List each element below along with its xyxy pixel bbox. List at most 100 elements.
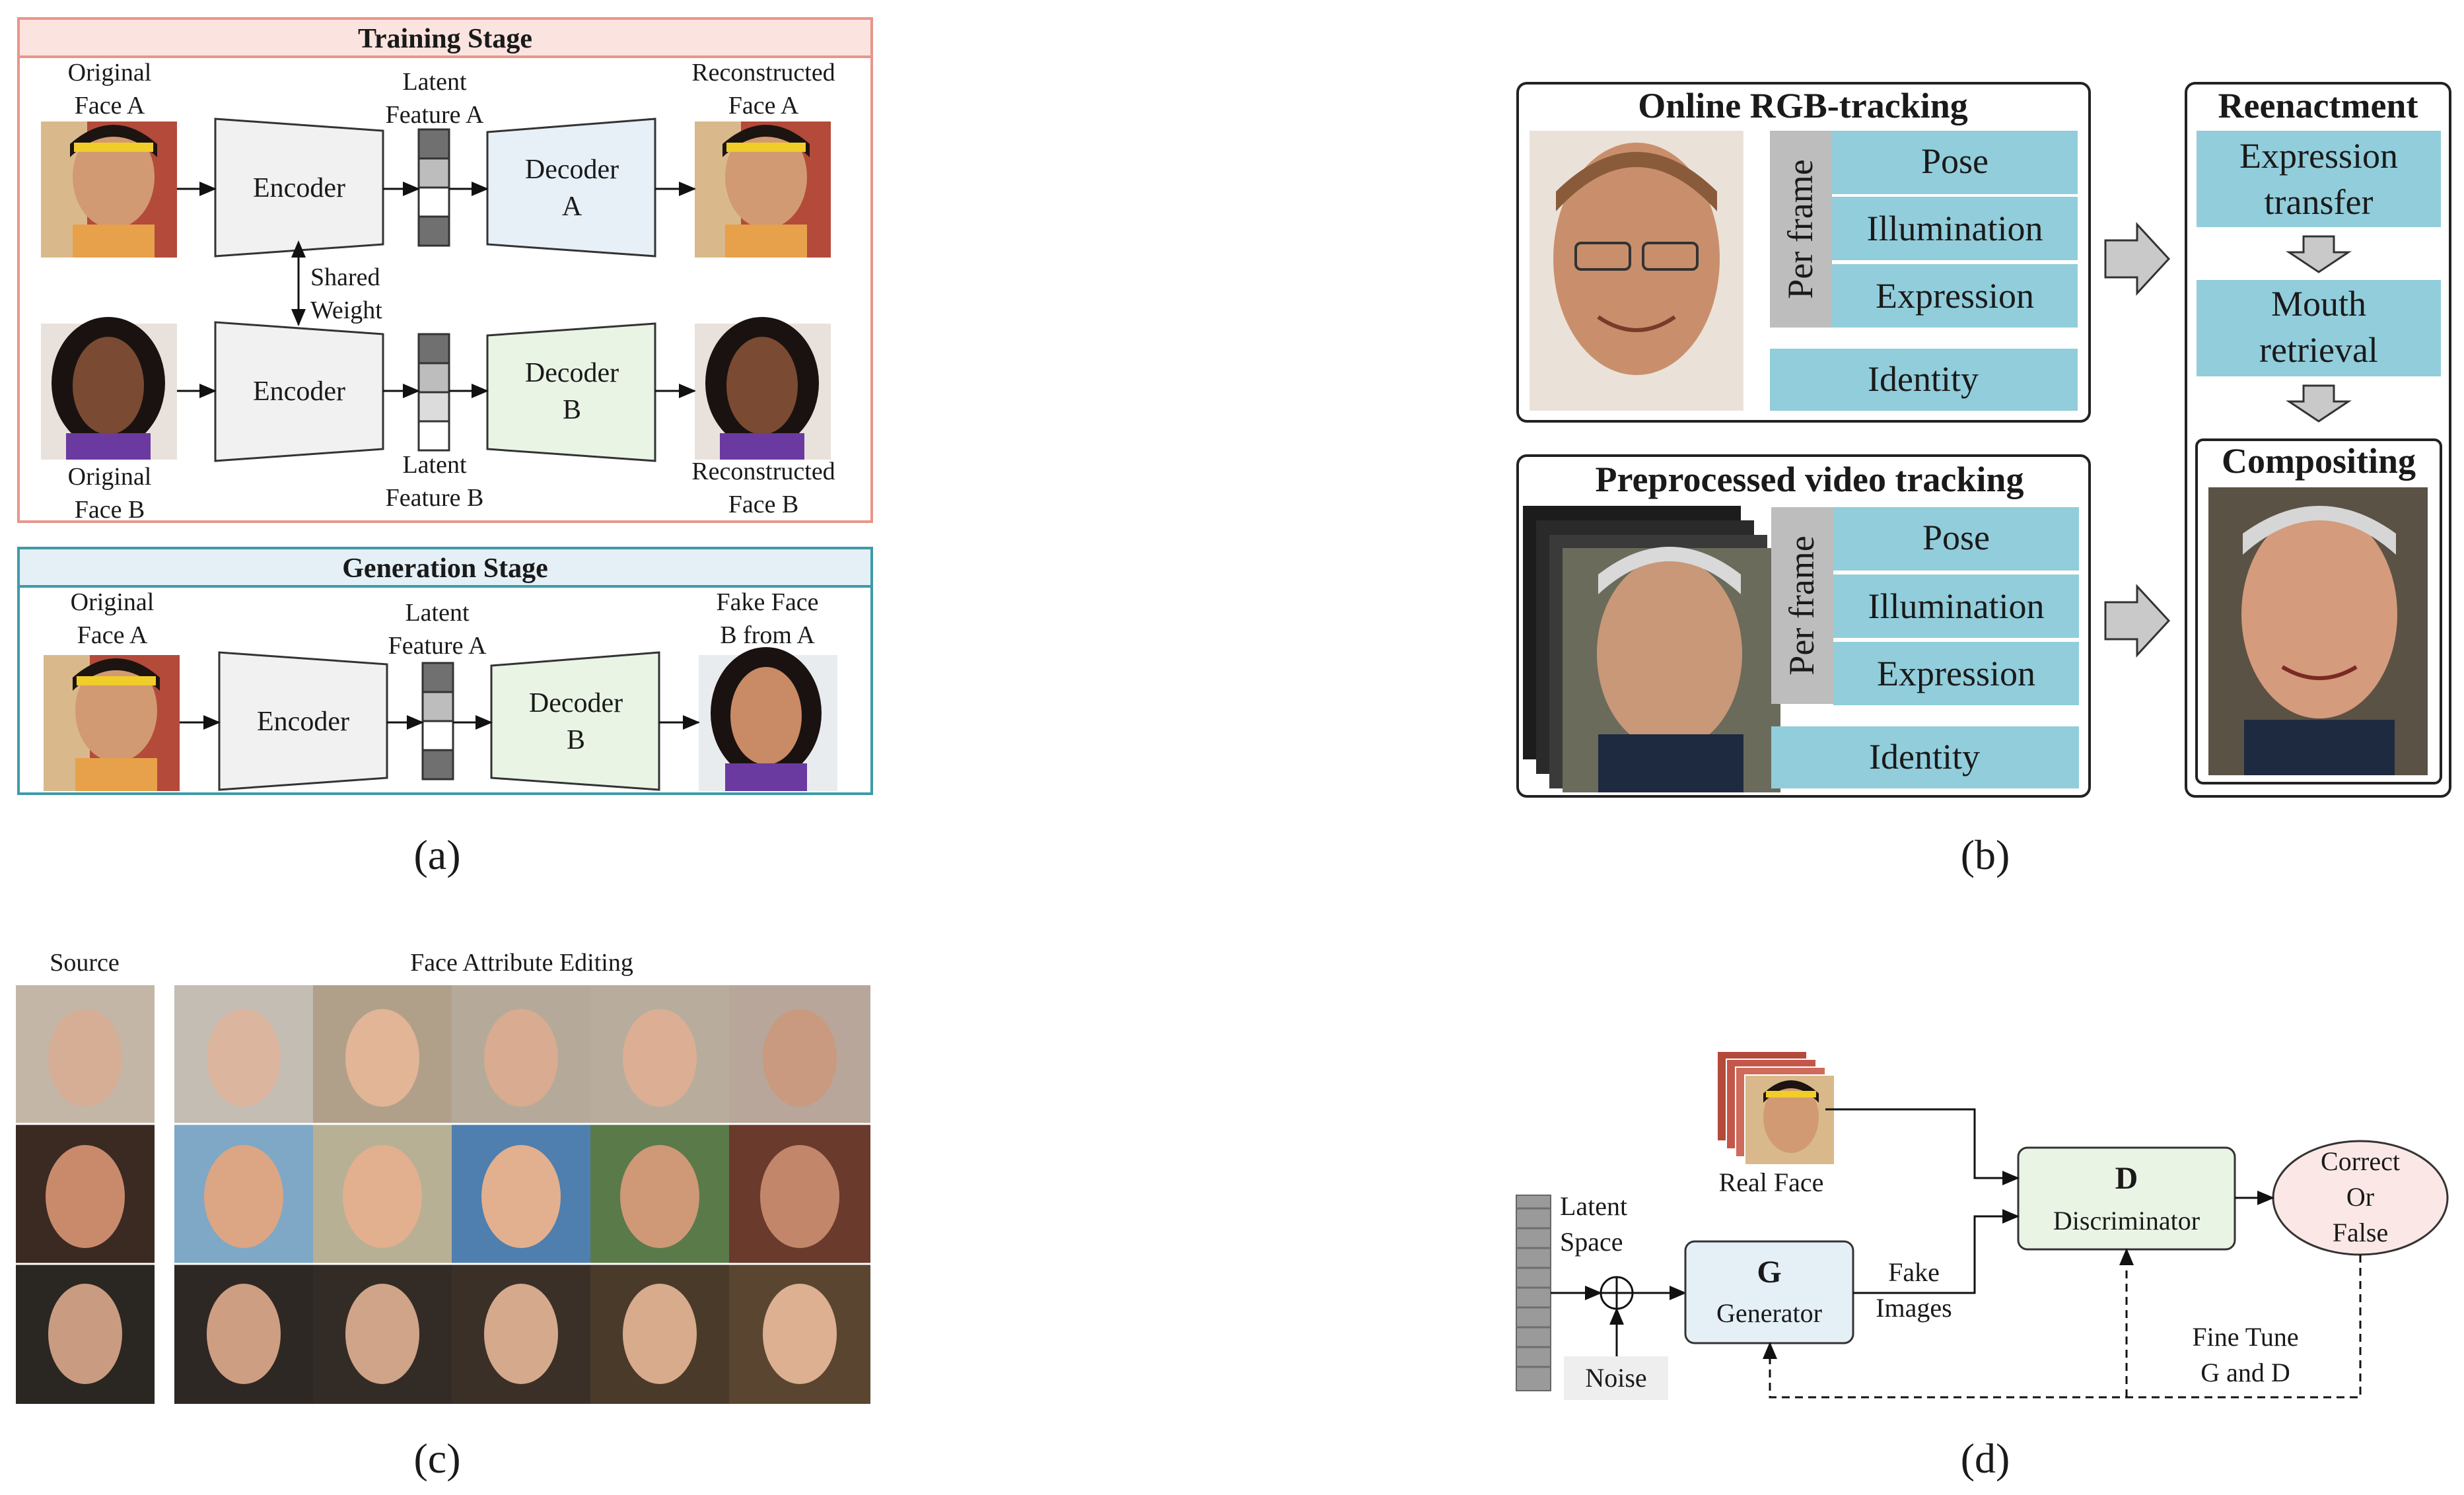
original-face-b-photo [41, 317, 177, 460]
panel-c: Source Face Attribute Editing [16, 949, 870, 1482]
real-face-label: Real Face [1719, 1167, 1824, 1197]
generator-letter: G [1757, 1255, 1781, 1290]
decoder-a-block [486, 118, 656, 258]
discriminator-label: Discriminator [2053, 1206, 2200, 1235]
original-face-a-photo [41, 122, 177, 258]
encoder-b-label: Encoder [253, 376, 345, 407]
compositing-title: Compositing [2222, 441, 2416, 481]
arrow-fake-to-discriminator [1853, 1209, 2020, 1294]
pre-illumination-box [1833, 574, 2079, 638]
online-identity-label: Identity [1868, 359, 1979, 399]
pre-identity-label: Identity [1869, 737, 1980, 777]
expression-transfer-box [2197, 131, 2441, 227]
online-face-photo [1530, 131, 1743, 411]
gen-encoder-block [218, 651, 388, 791]
latent-vector-b [417, 333, 450, 452]
reenactment-title: Reenactment [2218, 86, 2418, 125]
pre-per-frame-label: Per frame [1782, 536, 1821, 675]
down-arrow-1 [2286, 235, 2352, 273]
discriminator-letter: D [2115, 1161, 2138, 1196]
face-grid-lines [16, 1123, 870, 1265]
preprocessed-tracking-title: Preprocessed video tracking [1596, 460, 2024, 499]
fake-face-photo [699, 647, 837, 791]
panel-b-label: (b) [1961, 831, 2010, 878]
block-arrow-preprocessed [2104, 584, 2171, 658]
online-tracking-title: Online RGB-tracking [1638, 86, 1968, 125]
online-illumination-label: Illumination [1867, 209, 2043, 248]
training-stage-title: Training Stage [358, 24, 532, 54]
panel-b: Online RGB-tracking Per frame Pose Illum… [1516, 82, 2451, 878]
face-grid-row-3 [16, 1264, 870, 1404]
encoder-b-block [214, 321, 384, 462]
pre-identity-box [1771, 726, 2079, 788]
generator-label: Generator [1716, 1298, 1822, 1328]
arrow-real-to-discriminator [1825, 1108, 2020, 1185]
source-column-label: Source [50, 949, 120, 977]
decoder-b-block [486, 322, 656, 462]
pre-expression-label: Expression [1877, 654, 2035, 693]
reconstructed-face-b-photo [695, 317, 831, 460]
reconstructed-face-a-photo [695, 122, 831, 258]
gen-encoder-label: Encoder [257, 707, 349, 737]
latent-vector-a [417, 128, 450, 247]
block-arrow-online [2104, 222, 2171, 296]
online-per-frame-label: Per frame [1780, 159, 1820, 298]
online-expression-label: Expression [1876, 276, 2034, 316]
encoder-a-block [214, 118, 384, 258]
panel-c-label: (c) [413, 1435, 460, 1482]
online-expression-box [1832, 264, 2078, 328]
encoder-a-label: Encoder [253, 173, 345, 203]
latent-space-texture-lines [1516, 1207, 1551, 1368]
pre-illumination-label: Illumination [1868, 586, 2045, 626]
online-pose-label: Pose [1921, 141, 1989, 181]
online-identity-box [1770, 349, 2078, 411]
fine-tune-feedback-line [1763, 1255, 2362, 1399]
face-grid-row-2 [16, 1124, 870, 1264]
gen-decoder-b-block [490, 651, 660, 791]
video-frames-stack [1523, 506, 1780, 792]
pre-pose-box [1833, 507, 2079, 571]
generation-stage-title: Generation Stage [342, 553, 547, 584]
online-per-frame-bar [1770, 131, 1832, 328]
latent-space-texture [1516, 1195, 1551, 1391]
down-arrow-2 [2286, 384, 2352, 423]
pre-expression-box [1833, 642, 2079, 705]
gen-original-face-a-photo [44, 655, 180, 791]
online-pose-box [1832, 131, 2078, 194]
online-illumination-box [1832, 197, 2078, 260]
pre-pose-label: Pose [1922, 518, 1990, 557]
face-attribute-editing-label: Face Attribute Editing [410, 949, 633, 977]
pre-per-frame-bar [1771, 507, 1833, 704]
panel-a-label: (a) [413, 831, 460, 878]
face-grid-row-1 [16, 985, 870, 1124]
compositing-photo [2208, 487, 2428, 775]
real-face-stack [1716, 1051, 1835, 1165]
noise-box [1564, 1356, 1668, 1400]
noise-label: Noise [1585, 1363, 1646, 1393]
panel-d-label: (d) [1961, 1435, 2010, 1482]
training-stage-header [17, 17, 873, 58]
gen-latent-vector-a [421, 662, 454, 781]
generation-stage-header [17, 547, 873, 588]
